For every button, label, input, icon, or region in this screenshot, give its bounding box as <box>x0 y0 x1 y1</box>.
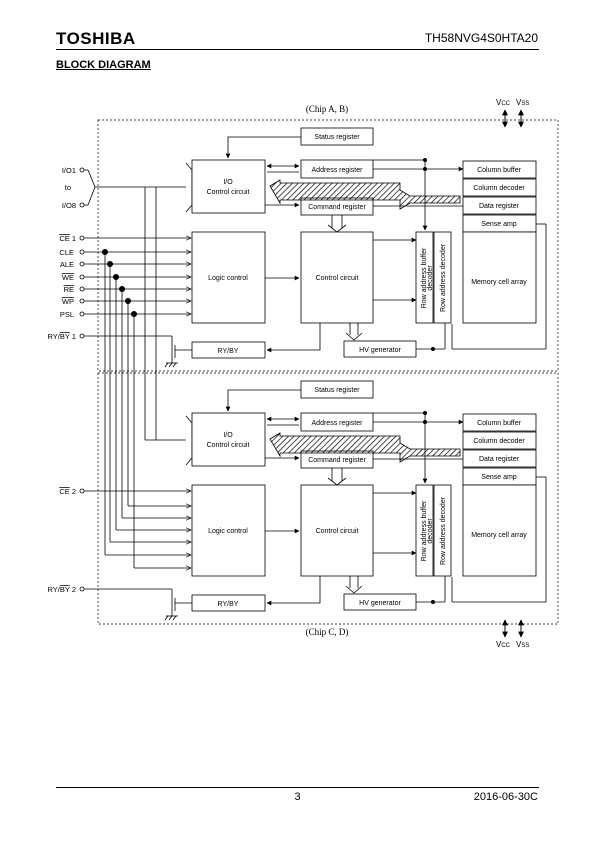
logic-control-label-a: Logic control <box>208 275 248 282</box>
chip-ab: Status register Address register Command… <box>164 127 547 368</box>
io-control-box-c <box>191 412 266 467</box>
control-circuit-label-c: Control circuit <box>316 528 359 535</box>
logic-control-box-c <box>191 484 266 577</box>
pin-rybys2-label: RY/BY 2 <box>47 585 76 594</box>
vss-label-bottom: VSS <box>516 640 529 649</box>
page-number: 3 <box>294 791 301 803</box>
pin-ce1-label: CE 1 <box>59 234 76 243</box>
chip-ab-boundary <box>97 119 559 372</box>
command-register-label-a: Command register <box>308 204 366 211</box>
column-decoder-box-c <box>462 431 537 450</box>
io-label-c: I/O <box>223 432 233 439</box>
sense-amp-label-c: Sense amp <box>481 474 517 481</box>
row-address-buffer-box-c <box>415 484 434 577</box>
column-buffer-label-a: Column buffer <box>477 167 522 174</box>
chip-cd: Status register Address register Command… <box>164 380 547 621</box>
chip-top-label: (Chip A, B) <box>306 104 348 114</box>
pin-ce2-label: CE 2 <box>59 487 76 496</box>
sense-amp-label-a: Sense amp <box>481 221 517 228</box>
vss-label-top: VSS <box>516 98 529 107</box>
column-decoder-label-c: Column decoder <box>473 438 525 445</box>
row-address-decoder-box-c <box>433 484 452 577</box>
hv-generator-label-a: HV generator <box>359 347 401 354</box>
row-address-buffer-label2-c: decoder <box>427 518 434 544</box>
status-register-box-c <box>300 380 374 399</box>
logic-control-label-c: Logic control <box>208 528 248 535</box>
pin-re-label: RE <box>64 285 74 294</box>
row-address-buffer-label-c: Row address buffer <box>421 500 428 561</box>
revision-date: 2016-06-30C <box>473 791 538 803</box>
vcc-label-bottom: VCC <box>496 640 511 649</box>
logic-control-box-a <box>191 231 266 324</box>
hv-generator-label-c: HV generator <box>359 600 401 607</box>
address-register-label-a: Address register <box>312 167 364 174</box>
vcc-vss-bottom: VCC VSS <box>496 619 529 649</box>
memory-cell-array-box-a <box>462 231 537 324</box>
pin-to-label: to <box>65 183 71 192</box>
pin-ale-label: ALE <box>60 260 74 269</box>
memory-cell-array-label-a: Memory cell array <box>471 279 527 286</box>
pin-psl-label: PSL <box>60 310 74 319</box>
chip-cd-boundary <box>97 372 559 625</box>
pin-cle-label: CLE <box>59 248 74 257</box>
row-address-decoder-label-a: Row address decoder <box>440 243 447 312</box>
status-register-label-a: Status register <box>314 134 360 141</box>
io-control-label-c: Control circuit <box>207 442 250 449</box>
pin-pads <box>79 167 85 592</box>
data-register-box-a <box>462 196 537 215</box>
footer-rule <box>56 787 539 788</box>
row-address-buffer-label-a: Row address buffer <box>421 247 428 308</box>
io-control-box-a <box>191 159 266 214</box>
column-decoder-label-a: Column decoder <box>473 185 525 192</box>
address-register-label-c: Address register <box>312 420 364 427</box>
column-buffer-label-c: Column buffer <box>477 420 522 427</box>
row-address-decoder-label-c: Row address decoder <box>440 496 447 565</box>
pin-wp-label: WP <box>62 297 74 306</box>
command-register-label-c: Command register <box>308 457 366 464</box>
ryby-label-a: RY/BY <box>218 348 239 355</box>
io-control-label-a: Control circuit <box>207 189 250 196</box>
data-bus-c <box>269 432 461 463</box>
status-register-label-c: Status register <box>314 387 360 394</box>
status-register-box-a <box>300 127 374 146</box>
row-address-buffer-label2-a: decoder <box>427 265 434 291</box>
memory-cell-array-label-c: Memory cell array <box>471 532 527 539</box>
part-number: TH58NVG4S0HTA20 <box>424 31 538 45</box>
vcc-label-top: VCC <box>496 98 511 107</box>
brand-logo: TOSHIBA <box>56 29 136 48</box>
pin-we-label: WE <box>62 273 74 282</box>
data-register-label-c: Data register <box>479 456 520 463</box>
memory-cell-array-box-c <box>462 484 537 577</box>
pin-labels: I/O1 to I/O8 CE 1 CLE ALE WE RE WP PSL R… <box>47 166 76 594</box>
pin-io8-label: I/O8 <box>62 201 76 210</box>
column-decoder-box-a <box>462 178 537 197</box>
pin-io1-label: I/O1 <box>62 166 76 175</box>
shared-wiring <box>84 169 191 598</box>
control-circuit-box-a <box>300 231 374 324</box>
control-circuit-label-a: Control circuit <box>316 275 359 282</box>
data-register-box-c <box>462 449 537 468</box>
ryby-label-c: RY/BY <box>218 601 239 608</box>
vcc-vss-top: VCC VSS <box>496 98 529 128</box>
control-circuit-box-c <box>300 484 374 577</box>
section-title: BLOCK DIAGRAM <box>56 59 151 71</box>
chip-bottom-label: (Chip C, D) <box>306 627 349 637</box>
pin-rybys1-label: RY/BY 1 <box>47 332 76 341</box>
header-rule <box>56 49 539 50</box>
io-label-a: I/O <box>223 179 233 186</box>
data-bus-a <box>269 179 461 210</box>
row-address-buffer-box-a <box>415 231 434 324</box>
data-register-label-a: Data register <box>479 203 520 210</box>
row-address-decoder-box-a <box>433 231 452 324</box>
junction-dots <box>102 249 137 317</box>
